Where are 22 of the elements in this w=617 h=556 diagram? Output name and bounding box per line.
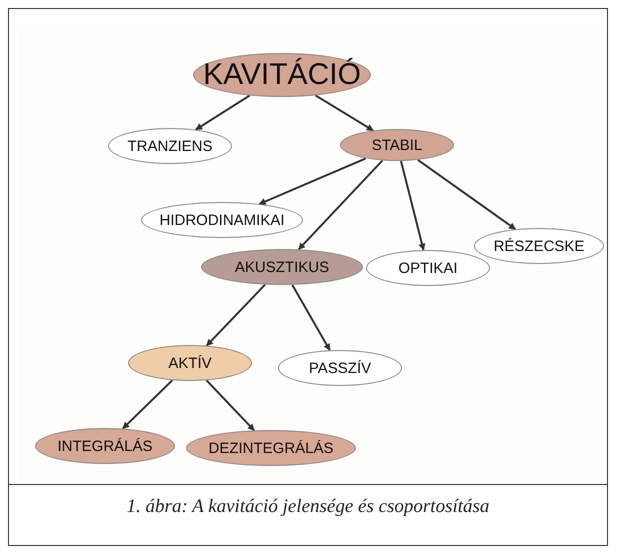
category-label: INTEGRÁLÁS — [57, 438, 153, 454]
arrow — [258, 157, 366, 205]
category-label: STABIL — [372, 136, 422, 154]
category-label: TRANZIENS — [127, 138, 212, 154]
arrow — [195, 94, 250, 130]
category-label: HIDRODINAMIKAI — [159, 212, 284, 228]
arrow — [291, 284, 331, 351]
arrow — [206, 284, 266, 346]
category-label: RÉSZECSKE — [494, 238, 584, 254]
figure-caption: 1. ábra: A kavitáció jelensége és csoportosítása — [126, 496, 490, 518]
category-label: DEZINTEGRÁLÁS — [208, 440, 334, 456]
category-label: AKTÍV — [168, 354, 212, 372]
category-label: PASSZÍV — [308, 360, 372, 376]
arrow — [400, 160, 426, 251]
arrow — [417, 159, 516, 230]
category-label: OPTIKAI — [398, 260, 458, 276]
arrow — [206, 380, 255, 432]
arrow — [314, 94, 374, 132]
arrow — [298, 160, 384, 250]
category-label: KAVITÁCIÓ — [203, 58, 361, 92]
arrow — [122, 380, 173, 430]
category-label: AKUSZTIKUS — [234, 258, 330, 276]
